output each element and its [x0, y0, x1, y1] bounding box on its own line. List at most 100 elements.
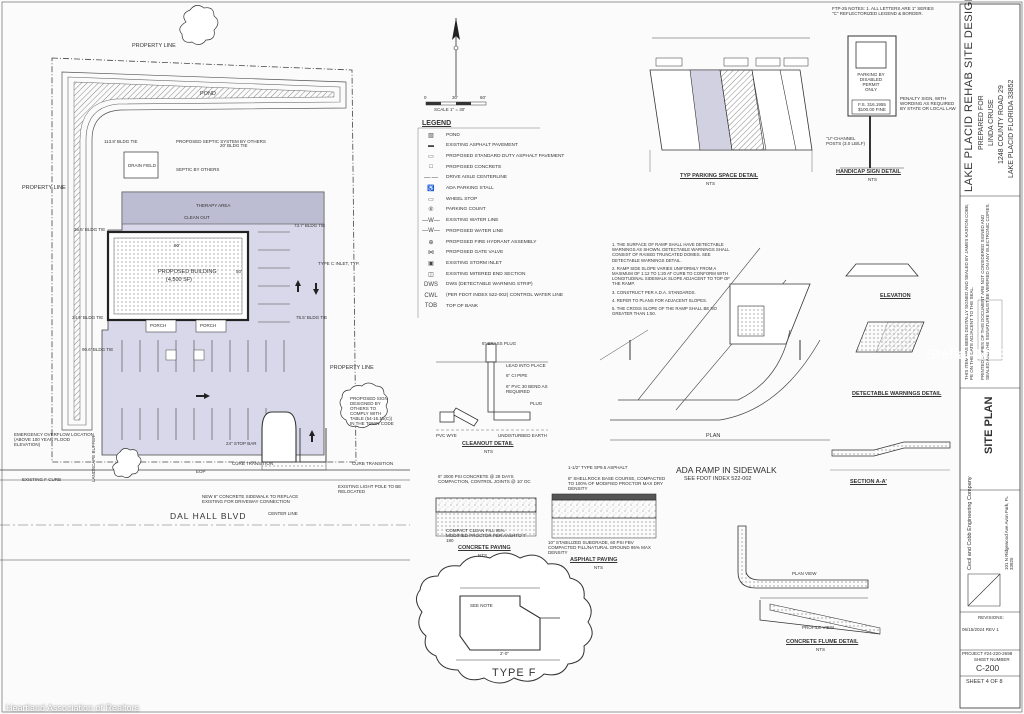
pvc-wye-label: PVC WYE — [436, 433, 457, 438]
concrete-flume-title: CONCRETE FLUME DETAIL — [786, 639, 859, 645]
elevation-title: ELEVATION — [880, 293, 911, 299]
legend-symbol: ⋈ — [428, 250, 434, 257]
legend-symbol: ⑥ — [428, 207, 434, 214]
nts-parking: NTS — [706, 181, 715, 186]
property-boundary — [51, 57, 357, 463]
legend-symbol: ▨ — [428, 132, 434, 139]
concrete-note-text: 6" 3000 PSI CONCRETE @ 28 DAYS COMPACTIO… — [438, 474, 531, 484]
building-area-label: (4,500 SF) — [166, 277, 192, 283]
legend-symbol: TOB — [424, 303, 438, 310]
legend-label: TOP OF BANK — [446, 303, 479, 309]
flume-profile-view-label: PROFILE VIEW — [802, 625, 835, 630]
dim-73-label: 73.7' BLDG TIE — [294, 223, 326, 228]
type-f-dim: 2'-0" — [500, 651, 509, 656]
nts-handicap: NTS — [868, 177, 877, 182]
concrete-paving-title: CONCRETE PAVING — [458, 545, 511, 551]
site-plan — [0, 5, 487, 561]
type-f-title: TYPE F — [492, 667, 537, 679]
ftp-note-text: FTP-25 NOTES: 1. ALL LETTERS ARE 1" SERI… — [832, 6, 934, 16]
drain-field — [123, 151, 159, 179]
scale-thirty: 30' — [452, 95, 458, 100]
legend-item: ♿ ADA PARKING STALL — [420, 184, 494, 194]
legend-symbol: ▣ — [428, 260, 434, 267]
legend-label: PROPOSED FIRE HYDRANT ASSEMBLY — [446, 239, 537, 245]
porch-1-label: PORCH — [150, 323, 167, 328]
legend-title: LEGEND — [422, 120, 452, 127]
type-f-detail — [416, 552, 593, 684]
legend-label: POND — [446, 132, 460, 138]
sheet-title: SITE PLAN — [983, 396, 995, 454]
legend-label: EXISTING MITERED END SECTION — [446, 271, 526, 277]
penalty-text: PENALTY SIGN, WITH WORDING AS REQUIRED B… — [900, 96, 956, 111]
detectable-warnings — [845, 263, 925, 353]
ramp-note: 5. THE CROSS SLOPE OF THE RAMP SHALL BE … — [612, 306, 717, 317]
address-line-2: LAKE PLACID FLORIDA 33852 — [1008, 79, 1015, 178]
parking-detail-title: TYP PARKING SPACE DETAIL — [680, 173, 759, 179]
concrete-paving-detail — [435, 497, 537, 537]
title-block — [959, 3, 1021, 709]
legend-item: TOB TOP OF BANK — [420, 301, 478, 311]
cleanout-detail — [436, 343, 548, 431]
company-name: Cecil and Cobb Engineering Company — [967, 476, 973, 570]
legend-symbol: —·— — [424, 174, 438, 181]
asphalt-note-2: 8" SHELLROCK BASE COURSE, COMPACTED TO 1… — [568, 476, 666, 491]
septic-by-others-label: SEPTIC BY OTHERS — [176, 167, 220, 172]
road-name-label: DAL HALL BLVD — [170, 511, 247, 521]
ramp-note: 4. REFER TO PLANS FOR ADJACENT SLOPES. — [612, 297, 708, 303]
legend-label: EXISTING ASPHALT PAVEMENT — [446, 143, 518, 149]
prepared-for-name: LINDA CRUSE — [988, 99, 995, 146]
dim-75-label: 75.5' BLDG TIE — [296, 315, 328, 320]
centerline-label: CENTER LINE — [268, 511, 298, 516]
legend-symbol: ⊕ — [428, 239, 434, 246]
compact-fill-text: COMPACT CLEAN FILL 95% MODIFIED PROCTOR … — [446, 528, 526, 543]
ramp-plan-title: PLAN — [706, 433, 721, 439]
ramp-note: 2. RAMP SIDE SLOPE VARIES UNIFORMLY FROM… — [612, 265, 730, 287]
legend-item: —W—PROPOSED WATER LINE — [420, 226, 503, 236]
legend-label: PROPOSED STANDARD DUTY ASPHALT PAVEMENT — [446, 153, 565, 159]
revisions-label: REVISIONS: — [978, 615, 1004, 620]
handicap-detail-title: HANDICAP SIGN DETAIL — [836, 169, 901, 175]
curb-transition-left-label: CURB TRANSITION — [232, 461, 274, 466]
sidewalk-note-label: NEW 6" CONCRETE SIDEWALK TO REPLACE EXIS… — [202, 494, 299, 504]
concrete-flume-detail — [737, 525, 881, 635]
emergency-overflow-label: EMERGENCY OVERFLOW LOCATION (ABOVE 100 Y… — [14, 432, 94, 447]
property-line-right-label: PROPERTY LINE — [330, 365, 374, 371]
legend-symbol: ▬ — [428, 142, 434, 149]
legend-item: ▭PROPOSED STANDARD DUTY ASPHALT PAVEMENT — [420, 151, 564, 161]
inlet-label: TYPE C INLET, TYP. — [318, 261, 360, 266]
legend-label: ADA PARKING STALL — [446, 186, 494, 191]
stop-bar-label: 24" STOP BAR — [226, 441, 257, 446]
pond-label: POND — [200, 91, 216, 97]
legend-symbol: ◫ — [428, 271, 434, 278]
legend-item: —W—EXISTING WATER LINE — [420, 216, 498, 226]
channel-post-text: "U"-CHANNEL POSTS (3.0 LB/LF) — [826, 136, 866, 146]
legend-symbol: CWL — [424, 292, 438, 299]
dim-90b-label: 90.6' BLDG TIE — [82, 347, 114, 352]
revision-date: 06/15/2024 REV 1 — [962, 627, 999, 632]
section-aa — [830, 441, 951, 471]
dim-20-label: 20' BLDG TIE — [220, 143, 248, 148]
legend-label: (PER FDOT INDEX 522-002) CONTROL WATER L… — [446, 293, 564, 298]
undisturbed-label: UNDISTURBED EARTH — [498, 433, 547, 438]
see-note-text: SEE NOTE — [470, 603, 493, 608]
legend-label: WHEEL STOP — [446, 196, 478, 202]
therapy-area-label: THERAPY AREA — [196, 203, 231, 208]
project-number: PROJECT #24-220-2698 — [962, 651, 1013, 656]
legend-label: DWS (DETECTABLE WARNING STRIP) — [446, 282, 533, 288]
legend-label: PROPOSED WATER LINE — [446, 228, 504, 234]
fine-text: F.S. 316.1955 $100.00 FINE — [858, 102, 886, 112]
drain-field-label: DRAIN FIELD — [128, 163, 157, 168]
septic-label: PROPOSED SEPTIC SYSTEM BY OTHERS — [176, 139, 266, 144]
ramp-notes: 1. THE SURFACE OF RAMP SHALL HAVE DETECT… — [612, 242, 730, 316]
nts-asphalt: NTS — [594, 565, 603, 570]
sign-note-label: PROPOSED SIGN DESIGNED BY OTHERS TO COMP… — [350, 396, 394, 426]
parking-space-detail — [649, 37, 813, 172]
legend-symbol: ♿ — [427, 186, 435, 192]
legend-item: ⋈PROPOSED GATE VALVE — [420, 248, 503, 258]
landscape-buffer-label: LANDSCAPE BUFFER — [91, 435, 96, 482]
plug-label: PLUG — [530, 401, 543, 406]
scale-zero: 0 — [424, 95, 427, 100]
lead-into-label: LEAD INTO PLACE — [506, 363, 546, 368]
